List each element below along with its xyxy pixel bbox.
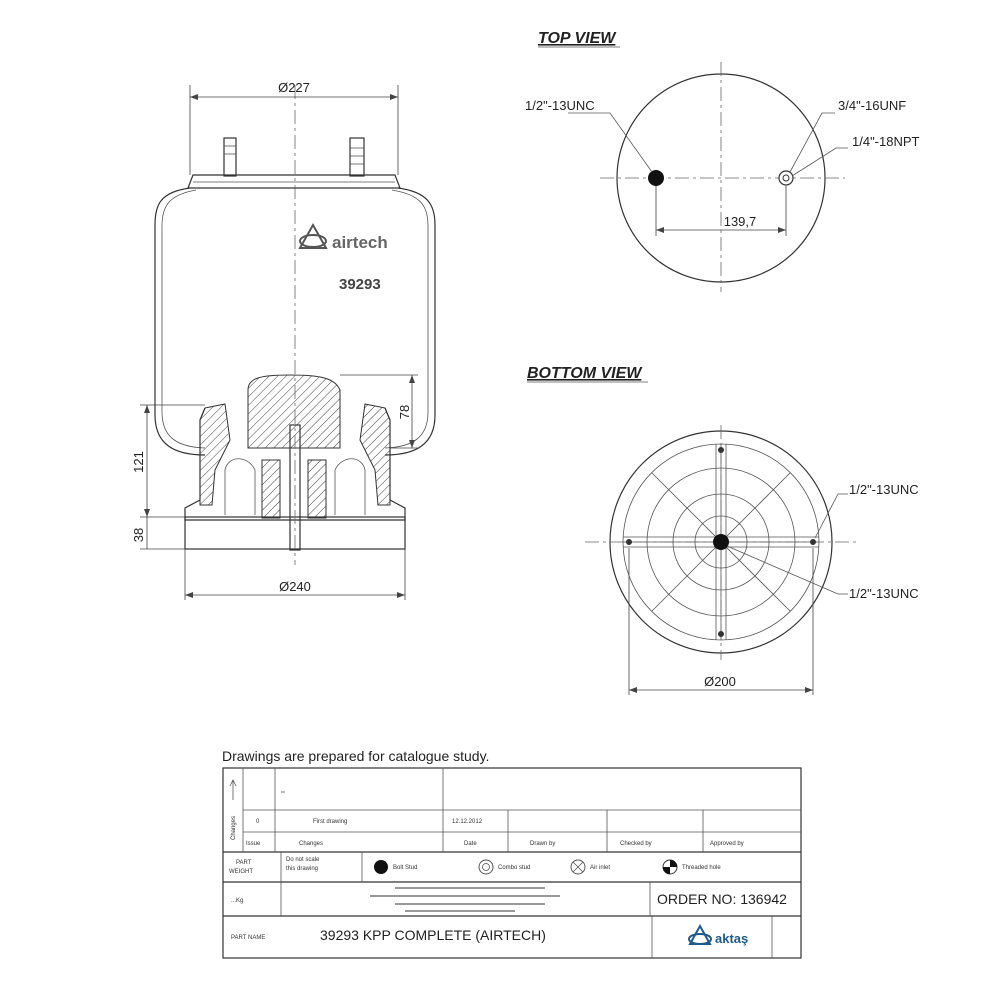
company-name: aktaş bbox=[715, 931, 748, 946]
header-drawn-by: Drawn by bbox=[530, 841, 555, 847]
center-threaded-hole bbox=[713, 534, 729, 550]
top-view: TOP VIEW 1/2"-13UNC 3/4"-16UNF 1/4"-18NP… bbox=[525, 30, 920, 292]
date-value: 12.12.2012 bbox=[452, 819, 483, 825]
header-checked-by: Checked by bbox=[620, 841, 652, 847]
header-issue: Issue bbox=[246, 841, 261, 847]
part-name: 39293 KPP COMPLETE (AIRTECH) bbox=[320, 927, 546, 943]
side-view: airtech 39293 Ø227 Ø240 bbox=[131, 80, 436, 600]
combo-stud-icon bbox=[478, 859, 494, 875]
top-view-title: TOP VIEW bbox=[538, 30, 617, 47]
first-drawing: First drawing bbox=[313, 819, 347, 825]
order-number: ORDER NO: 136942 bbox=[657, 891, 787, 907]
brand-text: airtech bbox=[332, 233, 388, 252]
center-bolt bbox=[289, 424, 301, 551]
do-not-scale-1: Do not scale bbox=[286, 857, 320, 863]
right-stud bbox=[349, 137, 365, 177]
thread-right-label-2: 1/4"-18NPT bbox=[852, 134, 920, 149]
aktas-logo: aktaş bbox=[688, 923, 748, 946]
issue-zero: 0 bbox=[256, 819, 260, 825]
dim-bottom-diameter: Ø240 bbox=[279, 579, 311, 594]
part-weight-unit: ...Kg bbox=[231, 898, 243, 904]
thread-right-label-1: 3/4"-16UNF bbox=[838, 98, 906, 113]
thread-upper-label: 1/2"-13UNC bbox=[849, 482, 919, 497]
legend-bolt-stud: Bolt Stud bbox=[393, 865, 417, 871]
legend-air-inlet: Air inlet bbox=[590, 865, 610, 871]
header-approved-by: Approved by bbox=[710, 841, 744, 847]
legend-threaded-hole: Threaded hole bbox=[682, 865, 721, 871]
bottom-view: BOTTOM VIEW 1/2"-13UNC 1/2"-13UNC bbox=[527, 365, 919, 695]
header-date: Date bbox=[464, 841, 477, 847]
dim-bottom-view-diameter: Ø200 bbox=[704, 674, 736, 689]
dim-spacing: 139,7 bbox=[724, 214, 757, 229]
do-not-scale-2: this drawing bbox=[286, 866, 318, 872]
part-weight-label-2: WEIGHT bbox=[229, 869, 253, 875]
bolt-stud-hole bbox=[648, 170, 664, 186]
thread-lower-label: 1/2"-13UNC bbox=[849, 586, 919, 601]
catalogue-note: Drawings are prepared for catalogue stud… bbox=[222, 748, 489, 764]
top-plate bbox=[187, 174, 401, 189]
bolt-stud-icon bbox=[374, 860, 388, 874]
dim-height-121: 121 bbox=[131, 451, 146, 473]
thread-left-label: 1/2"-13UNC bbox=[525, 98, 595, 113]
dim-height-78: 78 bbox=[397, 405, 412, 419]
dim-height-38: 38 bbox=[131, 528, 146, 542]
title-block: Drawings are prepared for catalogue stud… bbox=[222, 748, 802, 959]
airtech-logo: airtech bbox=[298, 222, 388, 252]
left-stud bbox=[223, 137, 237, 177]
changes-vertical-label: Changes bbox=[231, 816, 237, 840]
header-changes: Changes bbox=[299, 841, 323, 847]
bottom-view-title: BOTTOM VIEW bbox=[527, 365, 643, 382]
part-number: 39293 bbox=[339, 276, 381, 293]
bellow bbox=[154, 187, 436, 456]
part-weight-label-1: PART bbox=[236, 860, 252, 866]
piston-cap bbox=[247, 374, 341, 449]
part-name-label: PART NAME bbox=[231, 935, 265, 941]
combo-stud-hole bbox=[778, 170, 794, 186]
dim-top-diameter: Ø227 bbox=[278, 80, 310, 95]
legend-combo-stud: Combo stud bbox=[498, 865, 530, 871]
